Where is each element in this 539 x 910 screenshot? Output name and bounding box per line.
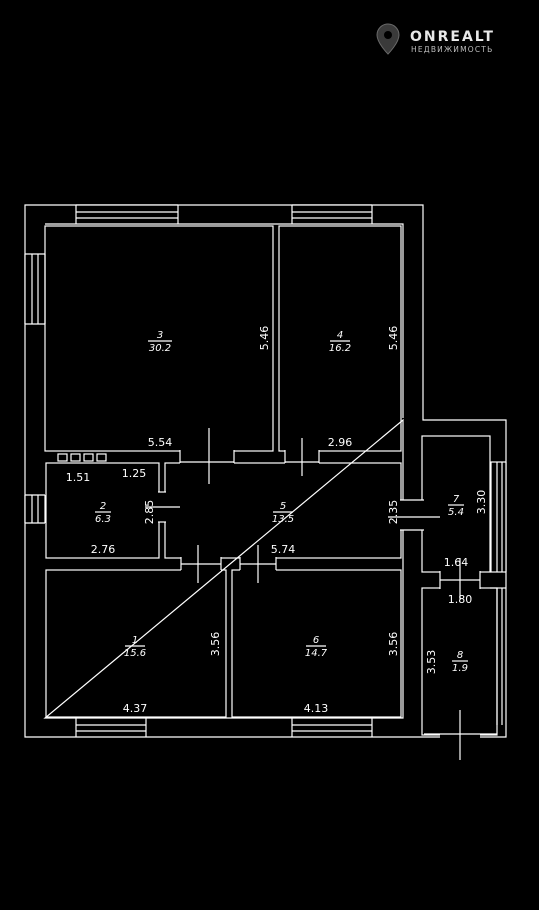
- room-6-area: 14.7: [305, 648, 328, 659]
- onrealt-logo: ONREALT НЕДВИЖИМОСТЬ: [376, 23, 495, 55]
- room-8-area: 1.9: [452, 663, 468, 674]
- window-bottom-left: [75, 717, 147, 738]
- room-8-number: 8: [457, 650, 463, 661]
- logo-name: ONREALT: [410, 29, 495, 45]
- dim-room1-height: 3.56: [209, 632, 222, 657]
- room-6-number: 6: [313, 635, 319, 646]
- room-7-number: 7: [453, 494, 460, 505]
- dim-room3-height: 5.46: [258, 326, 271, 351]
- dim-room4-height: 5.46: [387, 326, 400, 351]
- room-4-area: 16.2: [329, 343, 351, 354]
- room-3-label: 3 30.2: [148, 330, 172, 354]
- dim-room7-height: 3.30: [475, 490, 488, 515]
- room-4-label: 4 16.2: [329, 330, 351, 354]
- window-left-top: [24, 253, 46, 325]
- room-1-outline: [45, 569, 227, 718]
- room-5-label: 5 13.5: [272, 501, 294, 525]
- dim-room2-top-a: 1.51: [66, 471, 91, 484]
- dim-room6-height: 3.56: [387, 632, 400, 657]
- room-6-label: 6 14.7: [305, 635, 328, 659]
- room-2-area: 6.3: [95, 514, 111, 525]
- window-right-annex-lower: [490, 587, 506, 725]
- dim-room8-width: 1.80: [448, 593, 473, 606]
- window-top-right: [291, 204, 373, 225]
- window-top-left: [75, 204, 179, 225]
- dim-room1-width: 4.37: [123, 702, 148, 715]
- room-4-number: 4: [337, 330, 343, 341]
- door-openings: [145, 428, 497, 760]
- room-2-number: 2: [100, 501, 106, 512]
- room-2-label: 2 6.3: [95, 501, 111, 525]
- room-5-number: 5: [280, 501, 286, 512]
- window-right-annex: [490, 461, 507, 573]
- room-7-label: 7 5.4: [448, 494, 464, 518]
- window-bottom-right: [291, 717, 373, 738]
- dim-room4-width: 2.96: [328, 436, 353, 449]
- logo-tagline: НЕДВИЖИМОСТЬ: [411, 45, 493, 54]
- room-1-area: 15.6: [124, 648, 146, 659]
- dim-room7-width: 1.64: [444, 556, 469, 569]
- room-3-outline: [44, 225, 274, 452]
- dim-room2-height: 2.85: [143, 500, 156, 525]
- location-pin-icon: [376, 23, 400, 55]
- dim-room5-height: 2.35: [387, 500, 400, 525]
- dim-room2-top-b: 1.25: [122, 467, 147, 480]
- dim-room6-width: 4.13: [304, 702, 329, 715]
- dim-room8-height: 3.53: [425, 650, 438, 675]
- room-8-label: 8 1.9: [452, 650, 468, 674]
- room-4-outline: [278, 225, 402, 452]
- room-7-area: 5.4: [448, 507, 464, 518]
- room-3-area: 30.2: [149, 343, 171, 354]
- room-1-label: 1 15.6: [124, 635, 146, 659]
- room-5-area: 13.5: [272, 514, 294, 525]
- window-left-middle: [24, 494, 46, 524]
- dim-room5-width: 5.74: [271, 543, 296, 556]
- dim-room2-width: 2.76: [91, 543, 116, 556]
- room-1-number: 1: [132, 635, 138, 646]
- room-6-outline: [231, 569, 402, 718]
- dim-room3-width: 5.54: [148, 436, 173, 449]
- stove-icon: [57, 453, 107, 462]
- room-3-number: 3: [157, 330, 163, 341]
